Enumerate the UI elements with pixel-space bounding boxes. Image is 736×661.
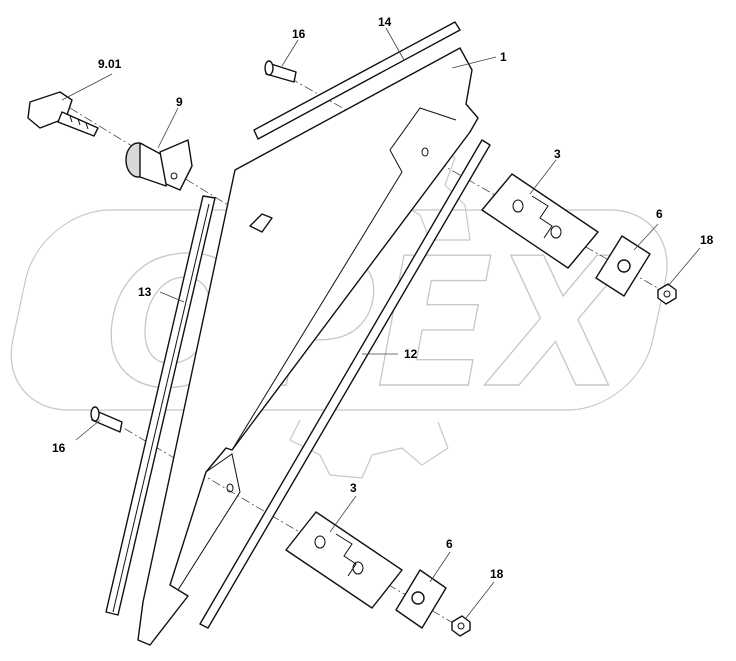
callout-16-bottom: 16 [52,441,66,455]
leader-16-top [281,39,299,67]
hinge-top-plate [481,173,599,269]
nut-top [657,283,677,305]
callout-13: 13 [138,285,152,299]
glass-panel-inner-edge [231,107,457,451]
leader-6-bottom [429,551,451,583]
nut-bottom-hole [457,622,465,630]
bolt-top [264,60,297,83]
hinge-bottom [285,511,403,609]
glass-panel [137,47,479,646]
bolt-bottom [90,406,123,433]
lock-cylinder-body [139,142,169,187]
leader-9-01 [61,73,113,101]
key-blade [57,111,99,137]
leader-16-bottom [75,419,101,441]
seal-strip-right-body [199,139,491,629]
lock-cam-hole [170,172,178,180]
plate-top-stud [617,259,631,273]
seal-strip-left [105,195,216,616]
callout-3-top: 3 [554,147,561,161]
nut-bottom-body [451,615,471,637]
nut-top-body [657,283,677,305]
glass-panel-outline [137,47,479,646]
callout-1: 1 [500,50,507,64]
callout-12: 12 [404,347,418,361]
bolt-top-head [264,60,274,76]
callout-labels: 9.01 9 16 14 1 3 6 18 13 12 16 3 6 18 [52,15,714,581]
seal-strip-left-body [105,195,216,616]
hinge-top [481,173,599,269]
leader-lines [61,27,701,619]
callout-9-01: 9.01 [98,57,122,71]
glass-panel-lower-edge [177,453,241,591]
hinge-bottom-plate [285,511,403,609]
lock-cam [159,139,193,191]
leader-14 [385,27,405,61]
leader-1 [451,56,497,69]
seal-strip-right [199,139,491,629]
leader-13 [159,291,185,303]
callout-14: 14 [378,15,392,29]
callout-6-bottom: 6 [446,537,453,551]
key-blade-notches [69,115,89,130]
hinge-bottom-hole-1 [314,535,326,549]
nut-top-hole [663,290,671,298]
seal-strip-top [253,21,461,140]
callout-3-bottom: 3 [350,481,357,495]
lock-cylinder [125,139,193,191]
hinge-top-hole-2 [550,225,562,239]
hinge-hole-bottom [226,483,234,493]
hinge-top-hole-1 [512,199,524,213]
callout-6-top: 6 [656,207,663,221]
plate-bottom [395,569,447,629]
lock-hole [249,213,273,233]
hinge-hole-top [421,147,429,157]
seal-strip-left-line [112,203,210,613]
nut-bottom [451,615,471,637]
callout-18-bottom: 18 [490,567,504,581]
callout-18-top: 18 [700,233,714,247]
leader-9 [157,107,179,149]
hinge-top-knuckle [531,195,553,239]
bolt-bottom-head [90,406,100,422]
callout-9: 9 [176,95,183,109]
leader-18-top [667,247,701,287]
leader-18-bottom [465,581,495,619]
leader-6-top [633,223,659,251]
plate-bottom-stud [411,591,425,605]
leader-3-top [529,159,557,195]
callout-16-top: 16 [292,27,306,41]
plate-top [595,235,651,297]
hinge-bottom-hole-2 [352,561,364,575]
key [27,91,99,137]
seal-strip-top-body [253,21,461,140]
leader-3-bottom [329,495,357,533]
